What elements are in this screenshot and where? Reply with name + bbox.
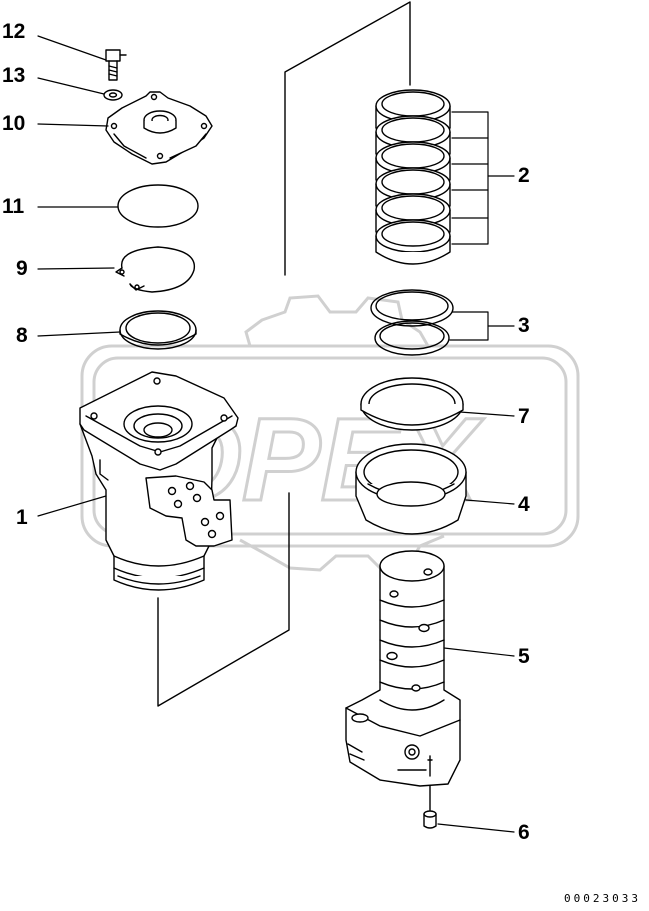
part-11-o-ring xyxy=(117,184,199,228)
callout-8: 8 xyxy=(16,324,28,347)
callout-3: 3 xyxy=(518,314,530,337)
part-9-snap-ring xyxy=(115,246,196,293)
part-6-plug xyxy=(423,785,437,829)
part-5-rotor xyxy=(345,550,461,787)
part-7-ring xyxy=(360,377,464,431)
assembly-bracket-lines xyxy=(157,1,411,707)
callout-10: 10 xyxy=(2,112,26,135)
part-13-washer xyxy=(103,89,123,101)
leader-lines xyxy=(37,35,515,833)
callout-5: 5 xyxy=(518,645,530,668)
part-1-swivel-body xyxy=(79,371,239,591)
callout-6: 6 xyxy=(518,821,530,844)
drawing-number: 00023033 xyxy=(564,892,641,905)
callout-4: 4 xyxy=(518,493,530,516)
callout-2: 2 xyxy=(518,164,530,187)
watermark-gear xyxy=(244,294,431,348)
callout-12: 12 xyxy=(2,20,26,43)
part-10-cover xyxy=(105,91,213,165)
callout-7: 7 xyxy=(518,405,530,428)
part-3-rings xyxy=(370,289,454,356)
part-2-seal-stack xyxy=(375,89,451,265)
callout-13: 13 xyxy=(2,64,26,87)
part-8-ring xyxy=(119,310,197,350)
callout-11: 11 xyxy=(2,195,25,218)
part-12-bolt xyxy=(105,49,127,81)
callout-1: 1 xyxy=(16,506,28,529)
watermark-plate xyxy=(80,344,580,548)
callout-9: 9 xyxy=(16,257,28,280)
part-4-housing xyxy=(355,443,467,535)
